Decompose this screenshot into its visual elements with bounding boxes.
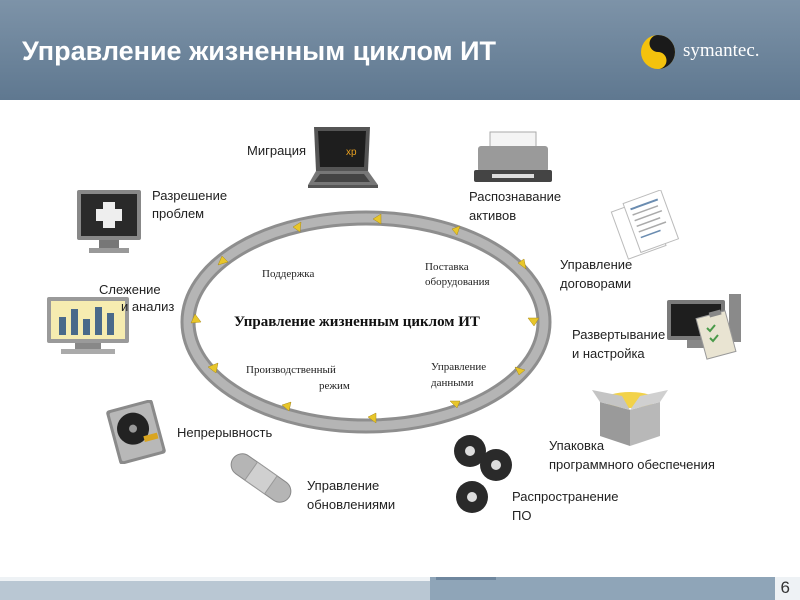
label-contract-mgmt-2: договорами (560, 276, 632, 291)
symantec-logo-icon (641, 35, 675, 69)
label-problem-resolution-2: проблем (152, 206, 205, 221)
label-continuity: Непрерывность (177, 425, 273, 440)
label-packaging-1: Упаковка (549, 438, 605, 453)
ring-arrow (207, 362, 219, 374)
label-asset-discovery-1: Распознавание (469, 189, 562, 204)
printer-icon (474, 131, 552, 182)
box-icon (592, 390, 668, 446)
laptop-icon: xp (308, 127, 378, 188)
ring-arrow (372, 213, 382, 225)
label-patch-mgmt-1: Управление (307, 478, 380, 493)
label-problem-resolution-1: Разрешение (152, 188, 228, 203)
label-supply-2: оборудования (425, 276, 490, 288)
slide-title: Управление жизненным циклом ИТ (22, 36, 497, 66)
ring-arrow (449, 400, 461, 409)
label-migration: Миграция (247, 143, 307, 158)
label-distribution-1: Распространение (512, 489, 619, 504)
documents-icon (610, 190, 680, 260)
ring-arrow (514, 366, 526, 376)
ring-arrow (292, 221, 302, 233)
lifecycle-ring (180, 210, 552, 434)
label-data-mgmt-2: данными (431, 377, 474, 389)
label-contract-mgmt-1: Управление (560, 257, 633, 272)
hard-drive-icon (106, 400, 166, 464)
symantec-logo: symantec. (638, 30, 788, 74)
label-monitoring-1: Слежение (99, 282, 161, 297)
monitor-plus-icon (77, 190, 141, 253)
label-production-1: Производственный (246, 364, 336, 376)
ring-arrow (367, 412, 377, 424)
ring-arrow (451, 225, 461, 236)
label-deployment-2: и настройка (572, 346, 645, 361)
ring-arrow (281, 401, 292, 412)
label-monitoring-2: и анализ (121, 299, 175, 314)
logo-text: symantec. (683, 40, 760, 61)
label-patch-mgmt-2: обновлениями (307, 497, 396, 512)
ring-arrow (190, 313, 202, 324)
page-number: 6 (780, 578, 790, 597)
footer-bar (0, 577, 800, 600)
bandage-icon (230, 453, 292, 503)
monitor-chart-icon (47, 297, 129, 354)
diagram-center-title: Управление жизненным циклом ИТ (234, 314, 480, 330)
ring-arrow (217, 255, 229, 266)
label-supply-1: Поставка (425, 261, 469, 273)
label-support: Поддержка (262, 268, 315, 280)
ring-arrow (527, 317, 540, 327)
label-data-mgmt-1: Управление (431, 361, 487, 373)
ring-arrow (517, 258, 527, 270)
title-bar: Управление жизненным циклом ИТ symantec. (0, 0, 800, 100)
label-packaging-2: программного обеспечения (549, 457, 715, 472)
discs-icon (454, 435, 512, 513)
label-distribution-2: ПО (512, 508, 532, 523)
ring-arrows (190, 213, 540, 424)
label-asset-discovery-2: активов (469, 208, 517, 223)
label-deployment-1: Развертывание (572, 327, 666, 342)
computer-clipboard-icon (667, 294, 741, 360)
label-production-2: режим (319, 380, 350, 392)
xp-badge: xp (346, 147, 357, 158)
